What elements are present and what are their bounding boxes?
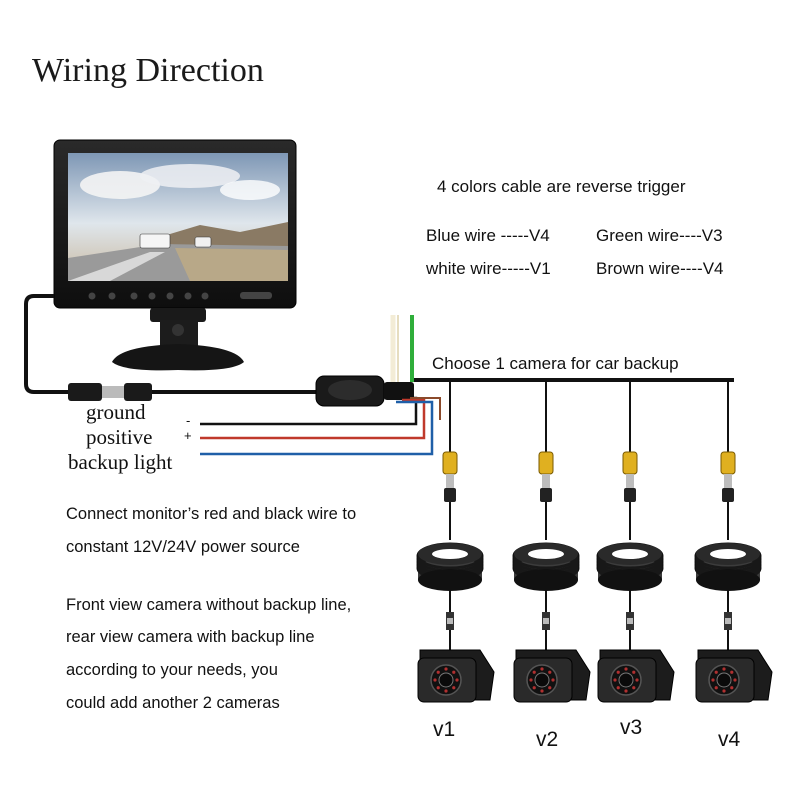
camera-label-v2: v2 — [536, 728, 559, 751]
ground-label: ground — [86, 400, 146, 424]
camera-4 — [694, 380, 773, 703]
camera-note-line-1: Front view camera without backup line, — [66, 596, 352, 614]
camera-note-line-3: according to your needs, you — [66, 661, 278, 679]
wire-white-label: white wire-----V1 — [426, 259, 551, 278]
power-note-line-1: Connect monitor’s red and black wire to — [66, 505, 357, 523]
backup-light-label: backup light — [68, 450, 173, 474]
wire-brown-label: Brown wire----V4 — [596, 259, 724, 278]
minus-sign: - — [186, 413, 191, 428]
camera-label-v1: v1 — [433, 718, 456, 741]
camera-note-line-4: could add another 2 cameras — [66, 694, 280, 712]
camera-label-v4: v4 — [718, 728, 741, 751]
page-title: Wiring Direction — [32, 52, 264, 89]
camera-label-v3: v3 — [620, 716, 643, 739]
camera-note-line-2: rear view camera with backup line — [66, 628, 315, 646]
trigger-heading: 4 colors cable are reverse trigger — [437, 177, 686, 196]
power-note-line-2: constant 12V/24V power source — [66, 538, 300, 556]
wire-green-label: Green wire----V3 — [596, 226, 723, 245]
monitor — [53, 139, 297, 371]
plus-sign: + — [184, 428, 192, 443]
wire-blue-label: Blue wire -----V4 — [426, 226, 550, 245]
choose-camera-label: Choose 1 camera for car backup — [432, 354, 679, 373]
camera-3 — [596, 380, 675, 703]
camera-drops — [416, 380, 773, 703]
positive-label: positive — [86, 425, 153, 449]
camera-2 — [512, 380, 591, 703]
camera-1 — [416, 380, 495, 703]
